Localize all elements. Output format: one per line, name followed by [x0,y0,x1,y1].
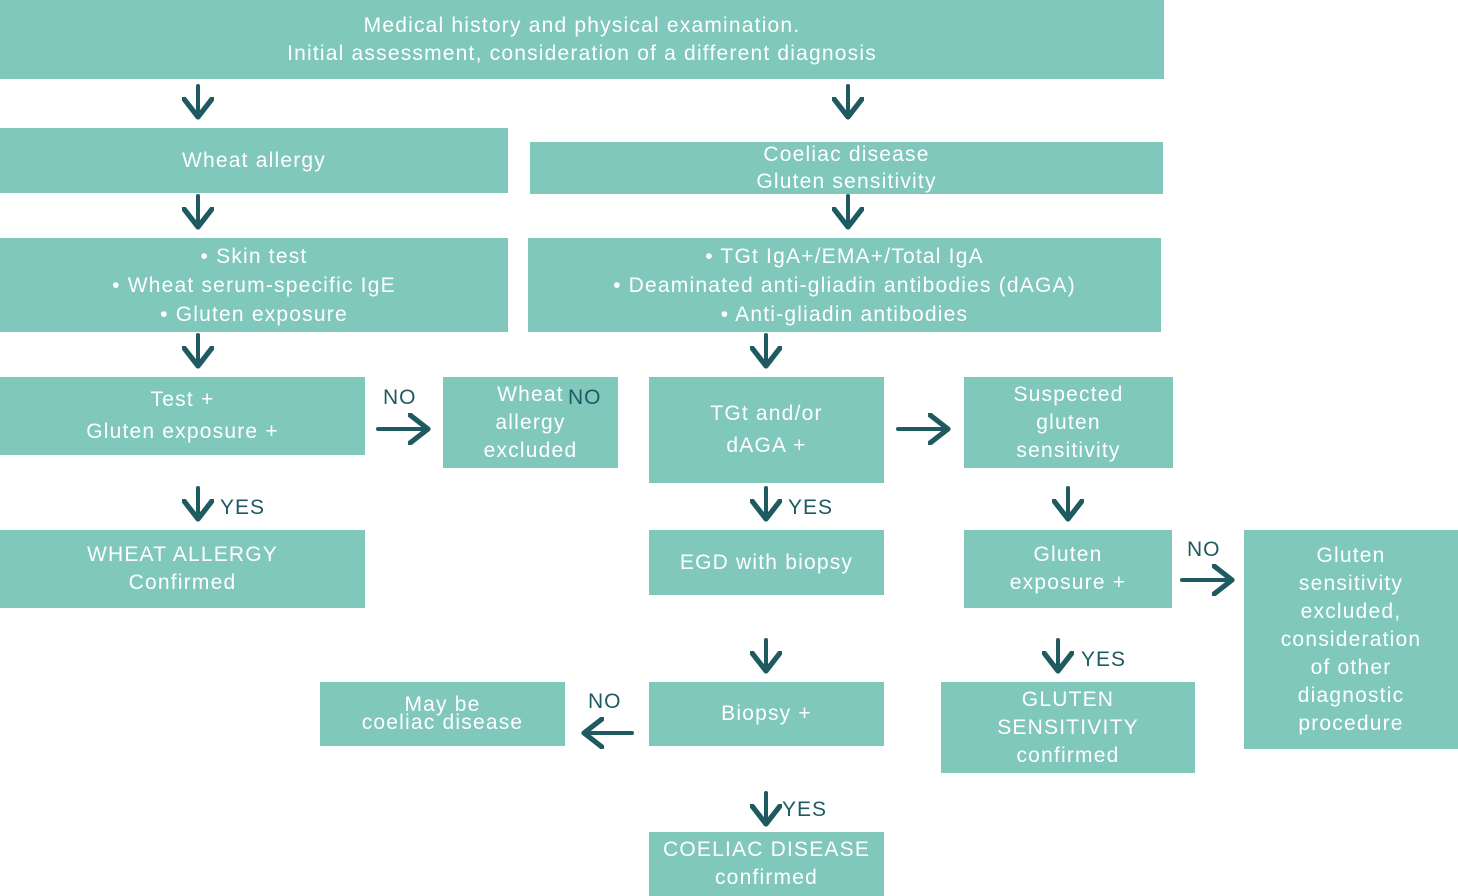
box-text-line: Test + [150,388,215,411]
test-plus-box: Test + Gluten exposure + [0,377,365,455]
box-text-line: Gluten [1033,543,1103,566]
box-text-line: Wheat allergy [182,148,326,172]
box-text-line: gluten [1036,410,1101,434]
box-text-line: sensitivity [1298,571,1404,595]
suspected-gluten-box: Suspected gluten sensitivity [964,377,1173,468]
wheat-excluded-box: Wheat allergy excluded [443,377,618,468]
box-text-line: Coeliac disease [763,143,930,166]
box-text-line: procedure [1298,711,1404,735]
label-no-biopsy: NO [588,690,622,713]
coeliac-disease-confirmed-box: COELIAC DISEASE confirmed [649,832,884,896]
box-text-line: • Deaminated anti-gliadin antibodies (dA… [613,273,1076,297]
box-text-line: Medical history and physical examination… [363,13,801,37]
gluten-exposure-box: Gluten exposure + [964,530,1172,608]
label-no-gluten: NO [1187,538,1221,561]
label-yes-biopsy: YES [782,798,828,821]
box-text-line: Gluten sensitivity [756,170,937,193]
box-text-line: EGD with biopsy [679,550,854,574]
box-text-line: Wheat [497,382,564,406]
box-text-line: confirmed [1016,743,1120,767]
label-no-test: NO [383,386,417,409]
box-text-line: Initial assessment, consideration of a d… [287,41,877,65]
coeliac-tests-box: • TGt IgA+/EMA+/Total IgA • Deaminated an… [528,238,1161,332]
gluten-sensitivity-confirmed-box: GLUTEN SENSITIVITY confirmed [941,682,1195,773]
box-text-line: excluded, [1300,599,1402,623]
box-text-line: Confirmed [128,571,237,594]
box-text-line: SENSITIVITY [997,715,1139,739]
box-text-line: TGt and/or [710,402,823,425]
box-text-line: Gluten [1316,543,1386,567]
box-text-line: WHEAT ALLERGY [86,543,279,566]
box-text-line: COELIAC DISEASE [662,838,871,861]
wheat-tests-box: • Skin test • Wheat serum-specific IgE • G… [0,238,508,332]
box-text-line: Biopsy + [721,702,812,725]
label-yes-tgt: YES [788,496,834,519]
box-text-line: coeliac disease [361,711,524,734]
label-yes-gluten: YES [1081,648,1127,671]
tgt-daga-box: TGt and/or dAGA + [649,377,884,483]
box-text-line: dAGA + [726,434,807,457]
egd-biopsy-box: EGD with biopsy [649,530,884,595]
label-no-overlap: NO [568,386,602,409]
label-yes-wheat: YES [220,496,266,519]
gluten-excluded-box: Gluten sensitivity excluded, consideration o… [1244,530,1458,749]
biopsy-plus-box: Biopsy + [649,682,884,746]
box-text-line: • Anti-gliadin antibodies [720,302,969,326]
box-text-line: allergy [495,410,566,434]
initial-assessment-box: Medical history and physical examination… [0,0,1164,79]
box-text-line: • Wheat serum-specific IgE [112,273,396,297]
wheat-allergy-box: Wheat allergy [0,128,508,193]
box-text-line: consideration [1280,627,1422,651]
box-text-line: Gluten exposure + [86,420,279,443]
box-text-line: • Skin test [200,244,308,268]
box-text-line: diagnostic [1297,683,1405,707]
box-text-line: • Gluten exposure [160,302,348,326]
box-text-line: exposure + [1009,571,1127,594]
box-text-line: • TGt IgA+/EMA+/Total IgA [705,244,984,268]
wheat-allergy-confirmed-box: WHEAT ALLERGY Confirmed [0,530,365,608]
box-text-line: sensitivity [1016,438,1121,462]
box-text-line: of other [1310,655,1392,679]
box-text-line: confirmed [714,866,818,889]
box-text-line: Suspected [1013,382,1124,406]
box-text-line: May be [404,693,481,716]
box-text-line: GLUTEN [1021,687,1115,711]
box-text-line: excluded [483,438,578,462]
